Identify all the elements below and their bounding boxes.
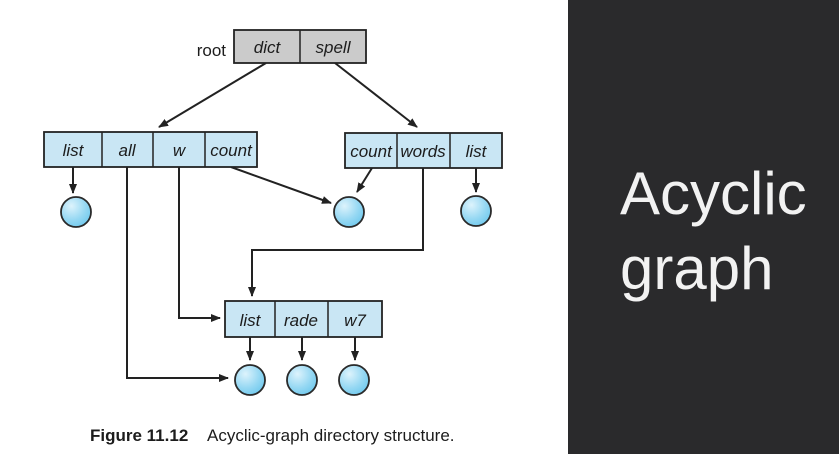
- shared-file-node: [333, 196, 365, 228]
- edge-all-to-bottom-file: [126, 167, 229, 382]
- edge-w-to-bottom-dir: [178, 167, 221, 322]
- edge-count-left-to-shared-file: [230, 166, 332, 204]
- cell-spell: spell: [316, 38, 352, 57]
- cell-list-left: list: [63, 141, 85, 160]
- right-directory-node: count words list: [344, 132, 503, 169]
- left-directory-node: list all w count: [43, 131, 258, 168]
- figure-caption-text: Acyclic-graph directory structure.: [207, 426, 455, 445]
- cell-all: all: [118, 141, 136, 160]
- slide-heading-line1: Acyclic: [620, 160, 807, 227]
- right-directory-box: [344, 132, 503, 169]
- cell-dict: dict: [254, 38, 282, 57]
- figure-caption-label: Figure 11.12: [90, 426, 188, 445]
- left-directory-box: [43, 131, 258, 168]
- directory-diagram: dict spell root list all w count count: [43, 29, 503, 445]
- cell-w: w: [173, 141, 187, 160]
- edge-count-right-to-shared-file: [356, 167, 373, 193]
- root-directory-node: dict spell: [233, 29, 367, 64]
- cell-rade: rade: [284, 311, 318, 330]
- slide-heading: Acyclic graph: [620, 156, 807, 306]
- file-node-list-right: [460, 195, 492, 227]
- cell-words: words: [400, 142, 446, 161]
- file-node-list-left: [60, 196, 92, 228]
- file-node-bottom-3: [338, 364, 370, 396]
- slide-heading-line2: graph: [620, 235, 774, 302]
- edge-words-to-bottom-dir: [248, 168, 424, 297]
- side-panel: Acyclic graph: [568, 0, 839, 454]
- cell-list-bottom: list: [240, 311, 262, 330]
- bottom-directory-box: [224, 300, 383, 338]
- figure-area: dict spell root list all w count count: [43, 29, 503, 445]
- cell-list-right: list: [466, 142, 488, 161]
- bottom-directory-node: list rade w7: [224, 300, 383, 338]
- root-label: root: [197, 41, 227, 60]
- cell-count-left: count: [210, 141, 253, 160]
- edge-root-to-right-dir: [334, 62, 418, 128]
- file-node-bottom-1: [234, 364, 266, 396]
- file-node-bottom-2: [286, 364, 318, 396]
- cell-w7: w7: [344, 311, 366, 330]
- cell-count-right: count: [350, 142, 393, 161]
- edge-root-to-left-dir: [158, 62, 267, 128]
